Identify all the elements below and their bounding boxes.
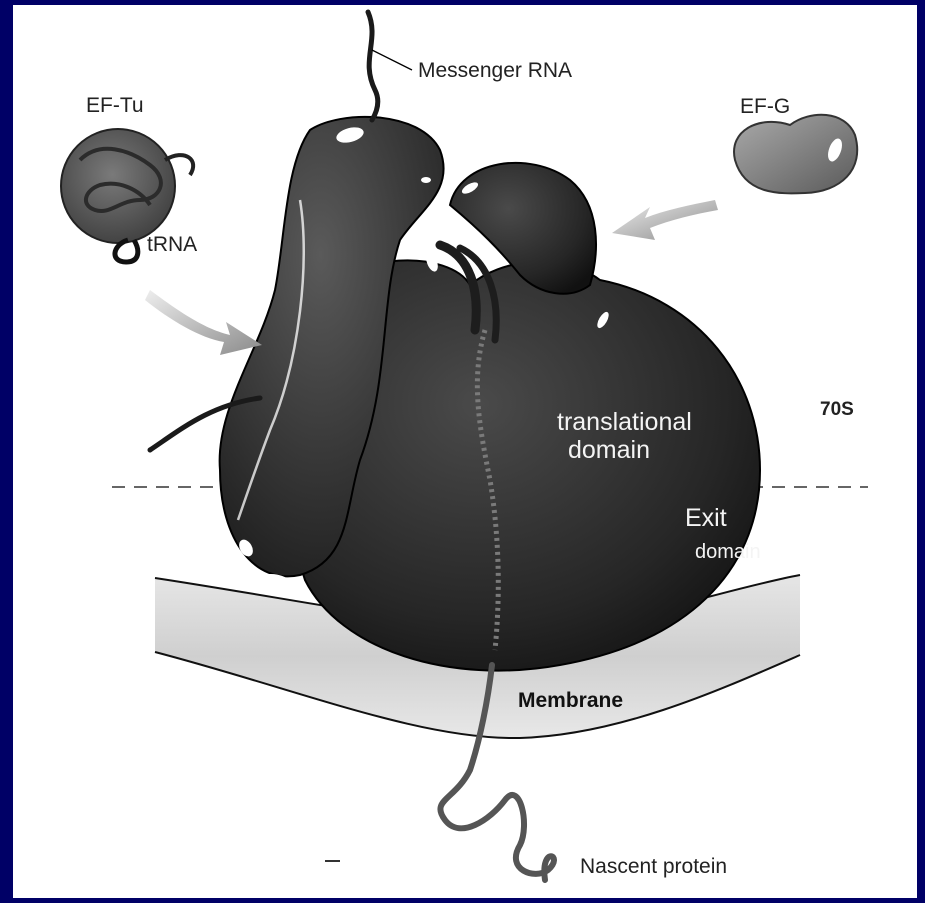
label-messenger-rna: Messenger RNA xyxy=(418,59,572,82)
label-trna: tRNA xyxy=(147,233,197,256)
label-exit-domain-1: Exit xyxy=(685,504,727,532)
label-translational-domain-2: domain xyxy=(568,436,650,464)
label-exit-domain-2: domain xyxy=(695,541,761,563)
label-membrane: Membrane xyxy=(518,689,623,712)
label-ef-g: EF-G xyxy=(740,95,790,118)
label-ef-tu: EF-Tu xyxy=(86,94,144,117)
label-nascent-protein: Nascent protein xyxy=(580,855,727,878)
label-translational-domain-1: translational xyxy=(557,408,692,436)
label-70s: 70S xyxy=(820,399,854,420)
